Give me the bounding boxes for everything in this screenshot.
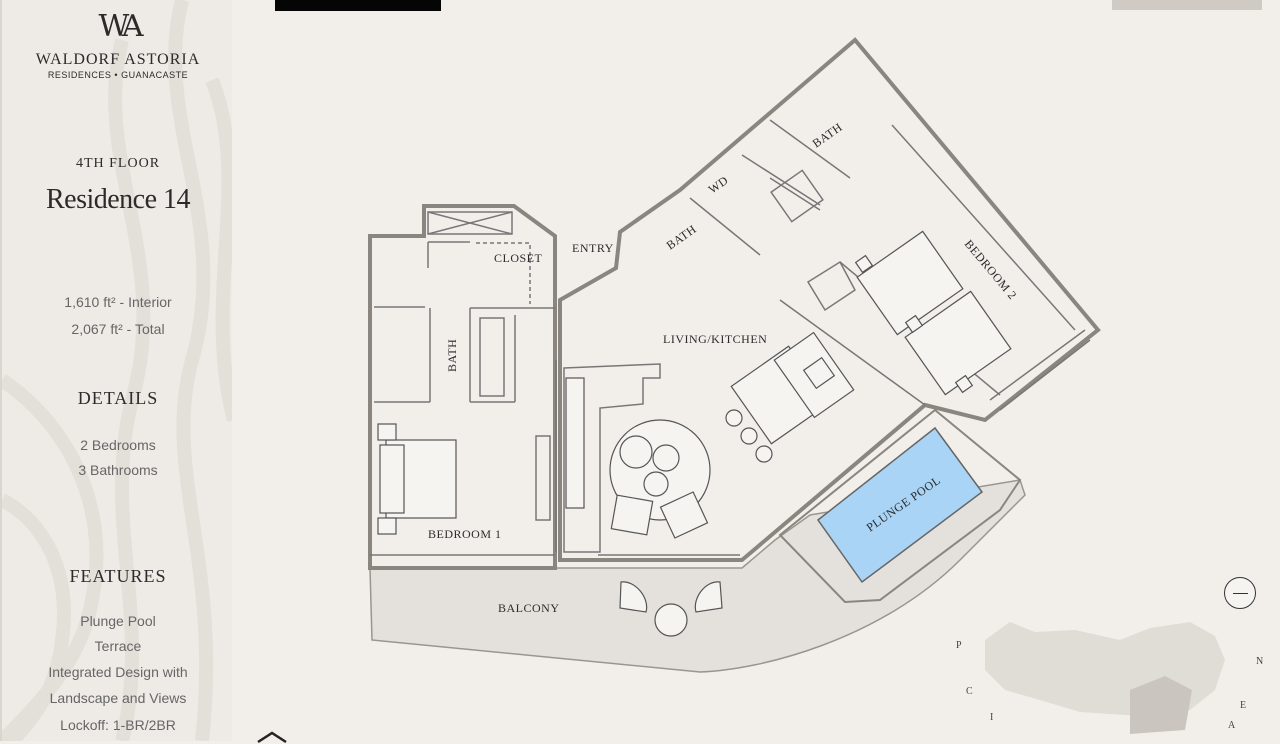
decorative-pattern — [2, 0, 232, 741]
room-label-entry: ENTRY — [572, 241, 614, 255]
svg-text:A: A — [1228, 720, 1236, 731]
floor-label: 4TH FLOOR — [75, 156, 161, 171]
total-area: 2,067 ft² - Total — [71, 321, 165, 337]
room-label-closet: CLOSET — [494, 251, 543, 265]
features-heading: FEATURES — [69, 566, 167, 586]
features-item: Integrated Design with — [48, 664, 188, 680]
top-right-tab[interactable] — [1112, 0, 1262, 10]
features-item: Plunge Pool — [80, 613, 156, 629]
svg-text:P: P — [956, 640, 962, 651]
features-item: Landscape and Views — [49, 690, 187, 706]
features-item: Terrace — [94, 638, 142, 654]
svg-text:N: N — [1256, 656, 1263, 667]
plunge-pool — [816, 426, 984, 584]
room-label-balcony: BALCONY — [498, 601, 560, 615]
interior-area: 1,610 ft² - Interior — [64, 294, 172, 310]
svg-text:C: C — [966, 686, 973, 697]
top-nav-bar[interactable] — [275, 0, 441, 11]
room-label-living-kitchen: LIVING/KITCHEN — [663, 332, 767, 346]
brand-logo[interactable]: WA WALDORF ASTORIA RESIDENCES • GUANACAS… — [2, 9, 232, 81]
details-item: 2 Bedrooms — [80, 437, 156, 453]
zoom-out-button[interactable] — [1224, 577, 1256, 609]
residence-title: Residence 14 — [45, 184, 191, 215]
svg-text:I: I — [990, 712, 993, 723]
svg-text:E: E — [1240, 700, 1246, 711]
site-map — [985, 622, 1225, 734]
floor-plan: P C I N E A CLOSET ENTRY BATH BATH BATH … — [368, 37, 1263, 734]
brand-name: WALDORF ASTORIA — [35, 51, 201, 68]
features-item: Lockoff: 1-BR/2BR — [60, 717, 176, 733]
details-heading: DETAILS — [77, 388, 159, 408]
brand-subtitle: RESIDENCES • GUANACASTE — [47, 70, 189, 80]
room-label-bath-left: BATH — [445, 339, 459, 372]
room-label-bedroom1: BEDROOM 1 — [428, 527, 502, 541]
details-item: 3 Bathrooms — [78, 462, 158, 478]
sidebar: WA WALDORF ASTORIA RESIDENCES • GUANACAS… — [0, 0, 232, 741]
monogram-logo: WA — [98, 9, 143, 44]
chevron-up-icon[interactable] — [257, 730, 287, 744]
